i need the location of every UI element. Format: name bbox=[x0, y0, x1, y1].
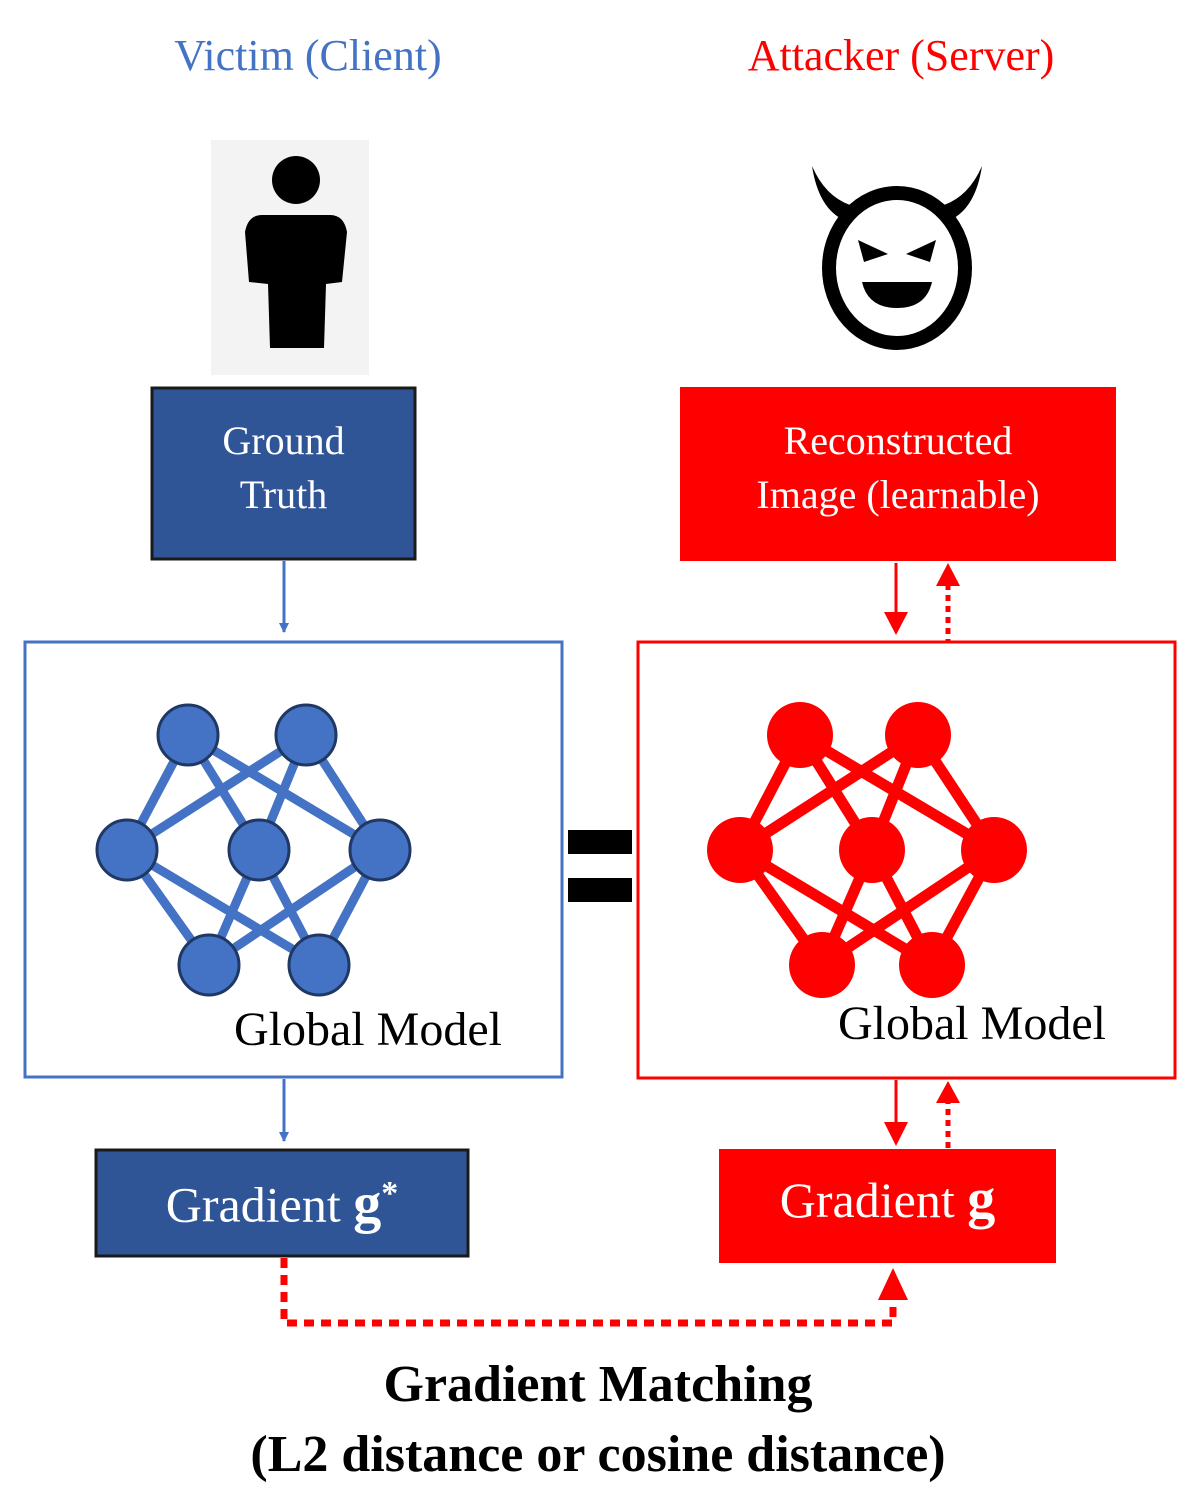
person-icon bbox=[211, 140, 369, 375]
reconstructed-image-label: Reconstructed Image (learnable) bbox=[680, 414, 1116, 522]
victim-gradient-label: Gradient g* bbox=[96, 1163, 468, 1236]
attacker-gradient-label: Gradient g bbox=[719, 1168, 1056, 1231]
gradient-matching-subcaption: (L2 distance or cosine distance) bbox=[250, 1426, 946, 1483]
equals-sign bbox=[568, 830, 632, 902]
reconstructed-image-box bbox=[680, 387, 1116, 561]
gradient-matching-connector bbox=[280, 1258, 908, 1327]
victim-gradient-superscript: * bbox=[381, 1175, 399, 1212]
attacker-gradient-box bbox=[719, 1149, 1056, 1263]
attacker-neural-network-icon bbox=[707, 702, 1027, 998]
gradient-matching-caption: Gradient Matching bbox=[383, 1356, 813, 1413]
ground-truth-line1: Ground bbox=[222, 418, 345, 463]
victim-title: Victim (Client) bbox=[174, 31, 442, 80]
victim-neural-network-icon bbox=[95, 703, 412, 997]
attacker-backward-arrow bbox=[936, 563, 960, 645]
victim-gradient-word: Gradient bbox=[165, 1176, 341, 1233]
victim-gradient-symbol: g bbox=[353, 1172, 382, 1235]
ground-truth-label: Ground Truth bbox=[152, 414, 415, 522]
attacker-gradient-forward-arrow bbox=[884, 1080, 908, 1146]
attacker-title: Attacker (Server) bbox=[747, 31, 1055, 80]
attacker-model-label: Global Model bbox=[838, 997, 1106, 1050]
ground-truth-box bbox=[150, 386, 417, 561]
victim-gradient-box bbox=[94, 1148, 470, 1258]
attacker-forward-arrow bbox=[884, 563, 908, 635]
devil-face-icon bbox=[812, 166, 982, 350]
reconstructed-image-line2: Image (learnable) bbox=[756, 472, 1040, 517]
reconstructed-image-line1: Reconstructed bbox=[783, 418, 1013, 463]
attacker-gradient-word: Gradient bbox=[779, 1172, 955, 1228]
attacker-gradient-backward-arrow bbox=[936, 1081, 960, 1148]
ground-truth-line2: Truth bbox=[239, 472, 328, 517]
attacker-gradient-symbol: g bbox=[967, 1168, 996, 1230]
victim-model-label: Global Model bbox=[234, 1003, 502, 1056]
